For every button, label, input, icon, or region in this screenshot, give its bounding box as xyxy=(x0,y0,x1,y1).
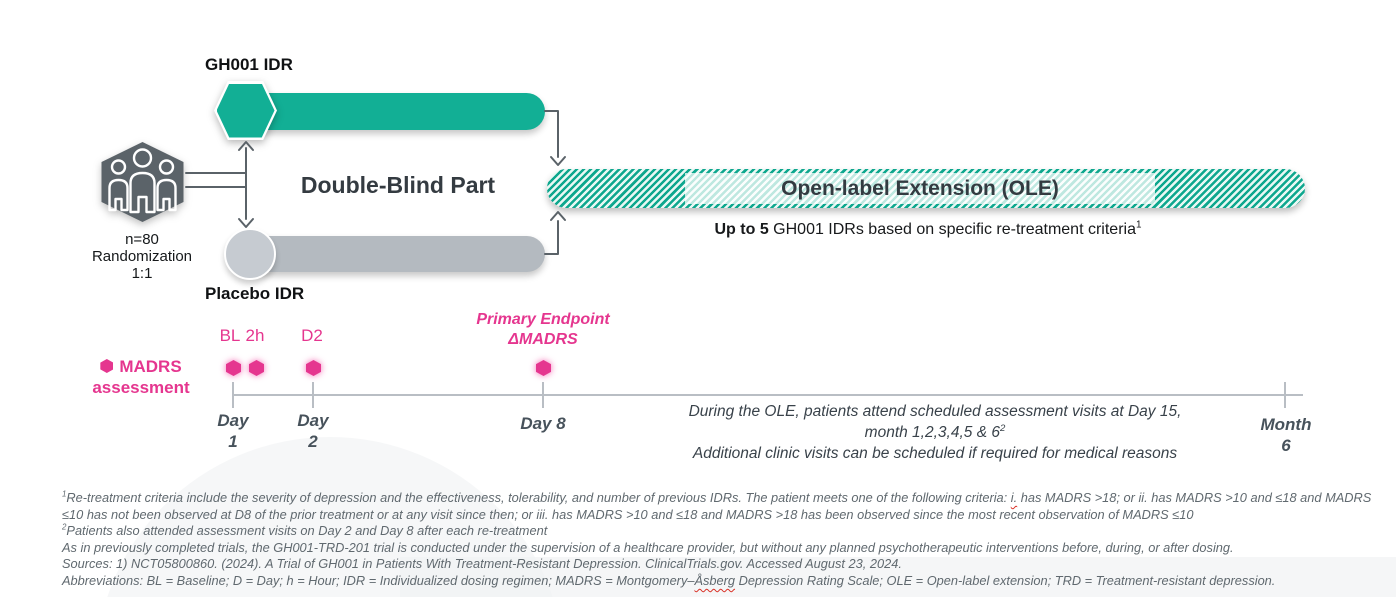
footnote-sources: Sources: 1) NCT05800860. (2024). A Trial… xyxy=(62,556,902,572)
primary-endpoint-line1: Primary Endpoint xyxy=(476,311,610,328)
madrs-marker-d2 xyxy=(306,360,321,376)
ole-bar: Open-label Extension (OLE) xyxy=(547,169,1305,208)
primary-endpoint-line2: ΔMADRS xyxy=(508,331,578,348)
ole-subtext-footnote-marker: 1 xyxy=(1135,219,1142,231)
gh001-to-ole-line xyxy=(544,110,559,158)
footnote-abbreviations: Abbreviations: BL = Baseline; D = Day; h… xyxy=(62,572,1276,588)
ole-note-footnote-marker: 2 xyxy=(999,422,1006,434)
placebo-arm-bar xyxy=(246,236,545,272)
double-blind-part-label: Double-Blind Part xyxy=(300,172,496,198)
madrs-marker-2h xyxy=(249,360,264,376)
footnote-1-marker: 1 xyxy=(62,489,67,499)
arrow-up-icon xyxy=(238,141,254,151)
footnote-2-marker: 2 xyxy=(62,522,67,532)
axis-label-day2: Day 2 xyxy=(297,411,329,451)
ole-note-line2: month 1,2,3,4,5 & 62 xyxy=(864,422,1006,441)
gh001-arm-bar xyxy=(240,93,545,130)
spellcheck-underline: i. xyxy=(1010,490,1018,505)
arrow-down-icon xyxy=(550,156,566,166)
randomization-label: n=80 Randomization 1:1 xyxy=(82,231,202,282)
ratio-label: 1:1 xyxy=(131,265,153,282)
footnote-2: 2Patients also attended assessment visit… xyxy=(62,522,548,539)
visit-label-d2: D2 xyxy=(301,326,323,345)
spellcheck-underline: Åsberg xyxy=(694,572,736,588)
ole-subtext-rest: GH001 IDRs based on specific re-treatmen… xyxy=(768,221,1136,238)
axis-label-day1: Day 1 xyxy=(217,411,249,451)
ole-subtext-bold: Up to 5 xyxy=(714,221,769,238)
arrow-up-icon xyxy=(550,211,566,221)
ole-note-line1: During the OLE, patients attend schedule… xyxy=(688,403,1182,420)
randomization-word: Randomization xyxy=(91,248,193,265)
madrs-marker-day8 xyxy=(536,360,551,376)
tick-day8 xyxy=(542,382,544,408)
people-group-icon xyxy=(97,142,188,222)
timeline-axis xyxy=(233,394,1303,396)
footnote-1: 1Re-treatment criteria include the sever… xyxy=(62,489,1372,522)
tick-month6 xyxy=(1284,382,1286,408)
randomization-split-lines xyxy=(185,172,247,188)
n-label: n=80 xyxy=(125,231,159,248)
arrow-down-icon xyxy=(238,218,254,228)
tick-day2 xyxy=(312,382,314,408)
madrs-legend-word2: assessment xyxy=(92,378,190,397)
placebo-arm-label: Placebo IDR xyxy=(205,284,305,303)
placebo-to-ole-line xyxy=(544,220,559,255)
visit-label-bl: BL xyxy=(219,326,241,345)
background-band xyxy=(400,557,1396,597)
ole-schedule-note: During the OLE, patients attend schedule… xyxy=(600,401,1270,464)
tick-day1 xyxy=(232,382,234,408)
gh001-dose-hexagon-icon xyxy=(214,81,277,140)
axis-label-month6: Month 6 xyxy=(1260,415,1312,455)
ole-note-line3: Additional clinic visits can be schedule… xyxy=(692,445,1178,462)
madrs-legend: MADRS assessment xyxy=(66,356,216,398)
placebo-dose-circle-icon xyxy=(224,228,276,280)
madrs-hexagon-icon xyxy=(100,359,114,373)
ole-title: Open-label Extension (OLE) xyxy=(685,173,1155,204)
visit-label-2h: 2h xyxy=(245,326,265,345)
footnote-supervision: As in previously completed trials, the G… xyxy=(62,539,1234,555)
madrs-legend-word1: MADRS xyxy=(119,357,182,376)
ole-subtext: Up to 5 GH001 IDRs based on specific re-… xyxy=(578,219,1278,239)
footnotes-block: 1Re-treatment criteria include the sever… xyxy=(62,490,1394,590)
primary-endpoint-label: Primary Endpoint ΔMADRS xyxy=(453,310,633,350)
axis-label-day8: Day 8 xyxy=(520,414,566,433)
madrs-marker-bl xyxy=(226,360,241,376)
gh001-arm-label: GH001 IDR xyxy=(205,55,293,74)
